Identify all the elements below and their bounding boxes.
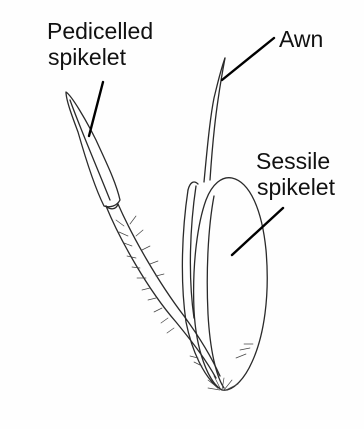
pedicelled-label-line1: Pedicelled (47, 18, 153, 44)
awn-label: Awn (279, 26, 323, 52)
sessile-spikelet-label: Sessile spikelet (256, 148, 335, 200)
awn-leader-line (222, 38, 274, 80)
pedicelled-spikelet-label: Pedicelled spikelet (47, 18, 153, 70)
pedicelled-spikelet-midrib (70, 100, 110, 200)
pedicel-hairs (116, 216, 174, 333)
pedicelled-label-line2: spikelet (48, 44, 153, 70)
sessile-label-line2: spikelet (257, 174, 335, 200)
pedicelled-leader-line (89, 82, 103, 136)
pedicel (106, 206, 216, 378)
pedicelled-spikelet-outline (66, 92, 120, 207)
sessile-label-line1: Sessile (256, 148, 335, 174)
pedicel-inner (118, 204, 220, 376)
sessile-spikelet-outline (194, 178, 268, 391)
awn (210, 58, 225, 180)
sessile-leader-line (232, 208, 283, 255)
sessile-spikelet-inner (207, 196, 224, 388)
